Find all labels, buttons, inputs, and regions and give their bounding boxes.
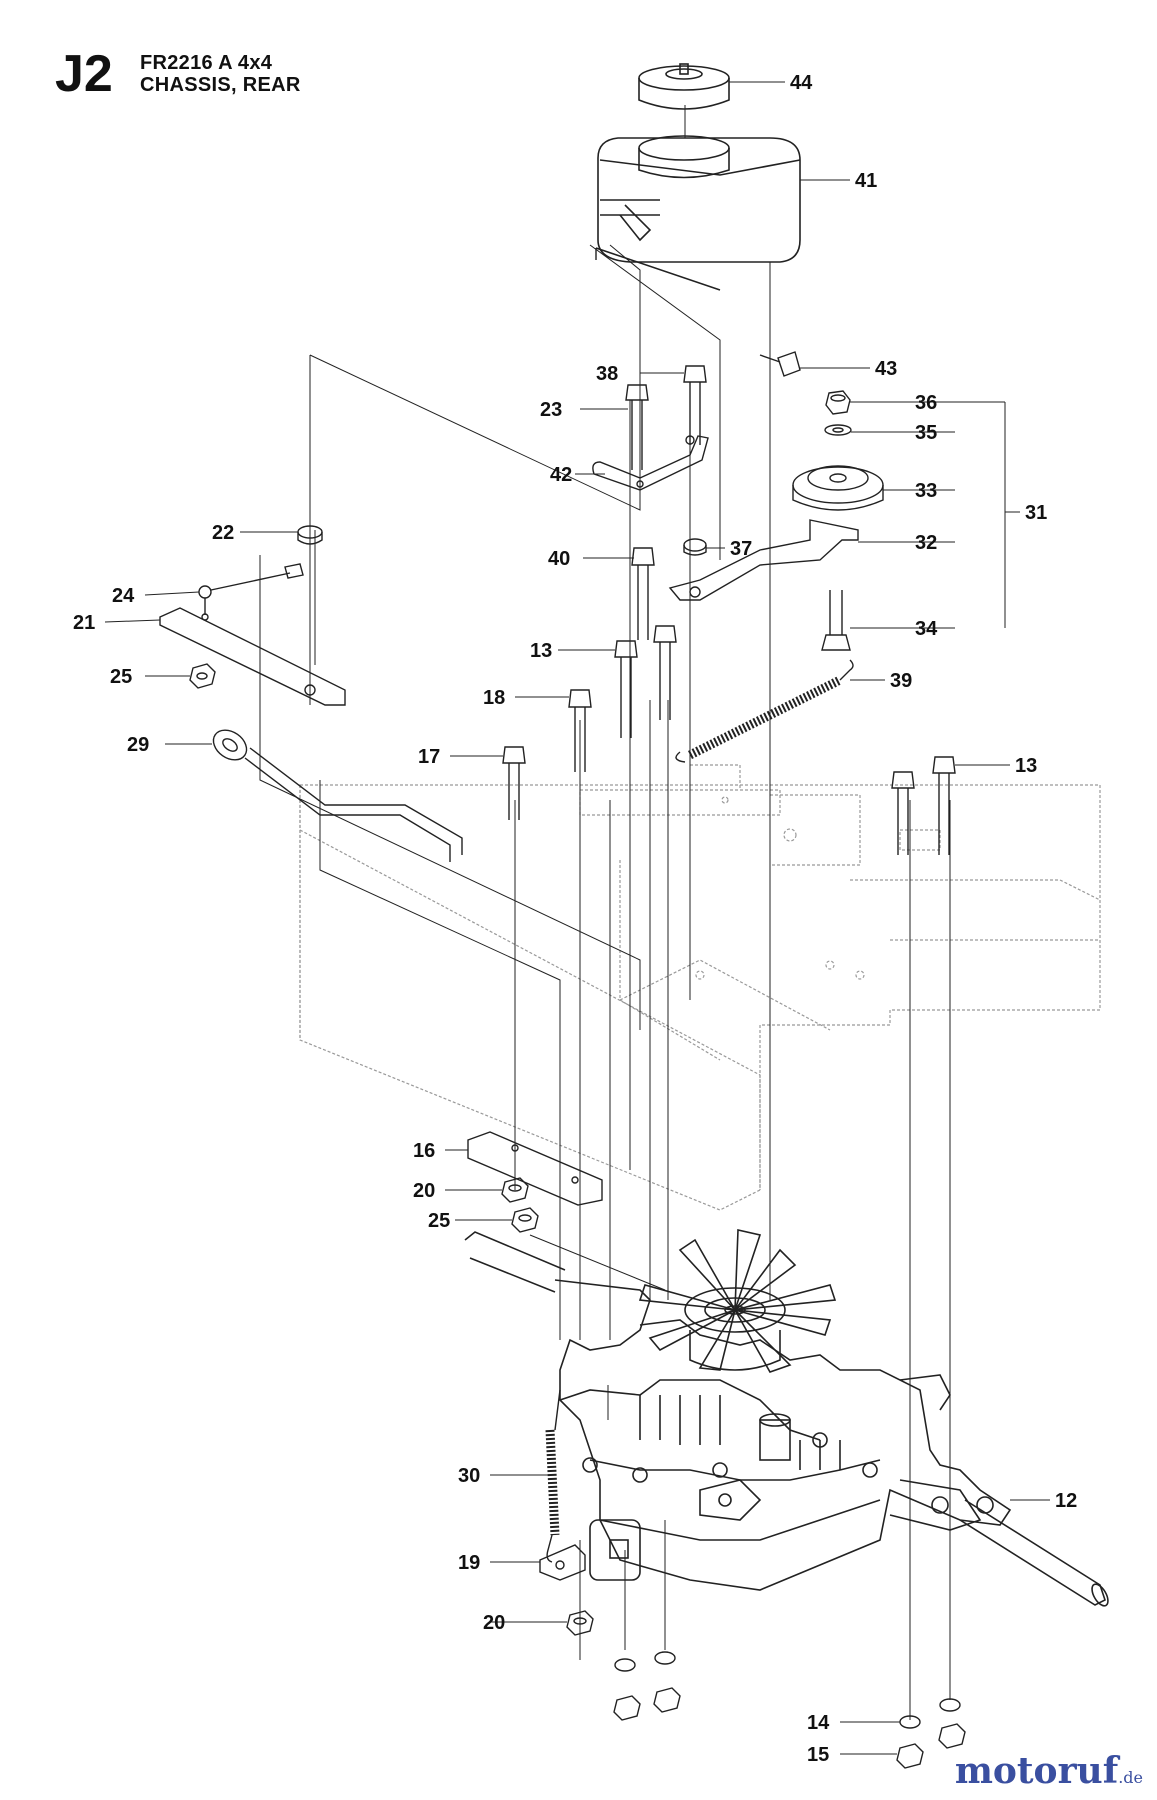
nut-25-top [189, 663, 216, 689]
callout-41: 41 [855, 170, 877, 192]
callout-23: 23 [540, 399, 562, 421]
nut-36 [825, 390, 851, 415]
section-title: CHASSIS, REAR [140, 74, 301, 96]
screw-43 [759, 351, 801, 377]
callout-14: 14 [807, 1712, 830, 1734]
spring-39 [675, 659, 854, 763]
callout-18: 18 [483, 687, 505, 709]
callout-31: 31 [1025, 502, 1047, 524]
bolt-40 [631, 547, 655, 640]
pulley-33 [792, 465, 884, 511]
bracket-19 [539, 1544, 586, 1581]
callout-43: 43 [875, 358, 897, 380]
idler-arm-32 [668, 519, 859, 601]
adjust-rod [198, 563, 304, 615]
transaxle [464, 1231, 1109, 1607]
callout-24: 24 [112, 585, 135, 607]
nut-25-mid [511, 1207, 539, 1233]
bracket-42 [592, 435, 709, 491]
bolt-34 [821, 590, 851, 651]
callout-44: 44 [790, 72, 813, 94]
callout-37: 37 [730, 538, 752, 560]
callout-39: 39 [890, 670, 912, 692]
brand-logo[interactable]: motoruf.de [955, 1750, 1143, 1792]
washer-37 [683, 538, 707, 556]
callout-22: 22 [212, 522, 234, 544]
callout-13b: 13 [1015, 755, 1037, 777]
lower-washers [613, 1651, 966, 1769]
nut-20-top [501, 1177, 529, 1203]
fan [638, 1229, 837, 1373]
chassis-frame [299, 764, 1101, 1211]
callout-leaders [104, 81, 1050, 1755]
bolt-13a [614, 640, 638, 738]
callout-20a: 20 [413, 1180, 435, 1202]
lever-plate [159, 607, 346, 706]
callout-32: 32 [915, 532, 937, 554]
brand-tld: .de [1118, 1768, 1143, 1787]
callout-17: 17 [418, 746, 440, 768]
callout-12: 12 [1055, 1490, 1077, 1512]
callout-20b: 20 [483, 1612, 505, 1634]
brand-name: motoruf [954, 1750, 1119, 1792]
callout-16: 16 [413, 1140, 435, 1162]
callout-25b: 25 [428, 1210, 450, 1232]
callout-29: 29 [127, 734, 149, 756]
washer-35 [824, 424, 852, 436]
fuel-tank [595, 135, 801, 291]
callout-42: 42 [550, 464, 572, 486]
callout-labels: 44 41 43 38 23 36 35 42 33 31 32 22 37 4… [73, 72, 1077, 1766]
callout-13a: 13 [530, 640, 552, 662]
callout-30: 30 [458, 1465, 480, 1487]
bolt-13b [653, 625, 677, 720]
callout-19: 19 [458, 1552, 480, 1574]
dipstick [212, 729, 463, 862]
callout-40: 40 [548, 548, 570, 570]
page-code: J2 [55, 45, 113, 103]
bolt-13d [932, 756, 956, 855]
callout-34: 34 [915, 618, 938, 640]
bolt-13c [891, 771, 915, 855]
callout-21: 21 [73, 612, 95, 634]
model-name: FR2216 A 4x4 [140, 52, 273, 74]
callout-36: 36 [915, 392, 937, 414]
bolt-17 [502, 746, 526, 820]
plate-16 [467, 1131, 603, 1206]
leader-lines [259, 105, 951, 1720]
bolt-38 [683, 365, 707, 445]
nut-20-bottom [566, 1610, 594, 1636]
bolt-23 [625, 384, 649, 470]
bolt-18 [568, 689, 592, 772]
fuel-cap [638, 63, 730, 110]
callout-25a: 25 [110, 666, 132, 688]
callout-35: 35 [915, 422, 937, 444]
spring-30 [545, 1389, 561, 1563]
callout-38: 38 [596, 363, 618, 385]
callout-15: 15 [807, 1744, 829, 1766]
callout-33: 33 [915, 480, 937, 502]
